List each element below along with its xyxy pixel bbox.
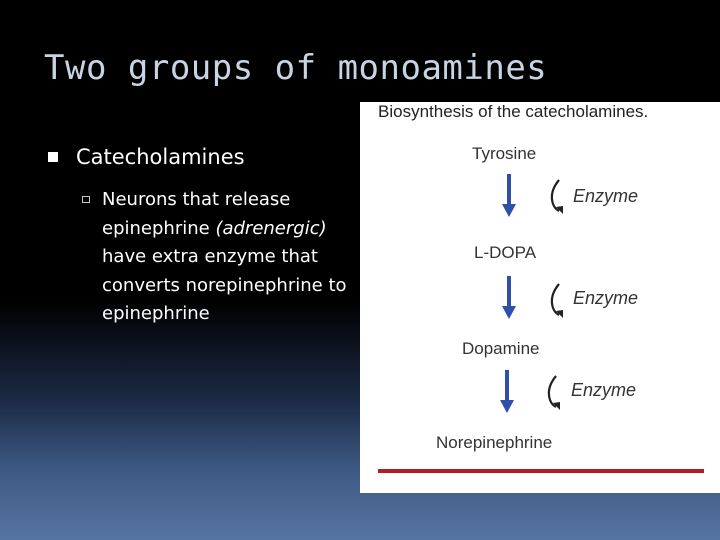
sub-bullet-text-italic: (adrenergic): [215, 217, 327, 239]
sub-bullet-text-part2: have extra enzyme that converts norepine…: [102, 246, 347, 324]
enzyme-label-2: Enzyme: [573, 288, 639, 308]
biosynthesis-figure: Biosynthesis of the catecholamines. Tyro…: [360, 102, 720, 493]
down-arrow-icon: [502, 276, 516, 319]
enzyme-label-1: Enzyme: [573, 186, 639, 206]
curved-arrow-icon: [547, 375, 560, 410]
figure-title: Biosynthesis of the catecholamines.: [378, 102, 649, 121]
sub-bullet-neurons: Neurons that release epinephrine (adrene…: [82, 186, 354, 329]
curved-arrow-icon: [550, 179, 563, 214]
sub-bullet-text-part1: Neurons that release epinephrine: [102, 189, 291, 239]
down-arrow-icon: [502, 174, 516, 217]
bullet-text: Catecholamines: [76, 145, 245, 169]
bullet-catecholamines: Catecholamines: [48, 145, 245, 169]
compound-dopamine: Dopamine: [462, 339, 540, 358]
enzyme-label-3: Enzyme: [571, 380, 637, 400]
compound-l-dopa: L-DOPA: [474, 243, 537, 262]
slide-title: Two groups of monoamines: [44, 48, 548, 88]
square-bullet-icon: [48, 152, 58, 162]
red-divider-line: [378, 469, 704, 473]
curved-arrow-icon: [550, 283, 563, 318]
compound-norepinephrine: Norepinephrine: [436, 433, 553, 452]
compound-tyrosine: Tyrosine: [472, 144, 537, 163]
sub-bullet-text: Neurons that release epinephrine (adrene…: [102, 186, 354, 329]
down-arrow-icon: [500, 370, 514, 413]
hollow-square-bullet-icon: [82, 196, 90, 203]
